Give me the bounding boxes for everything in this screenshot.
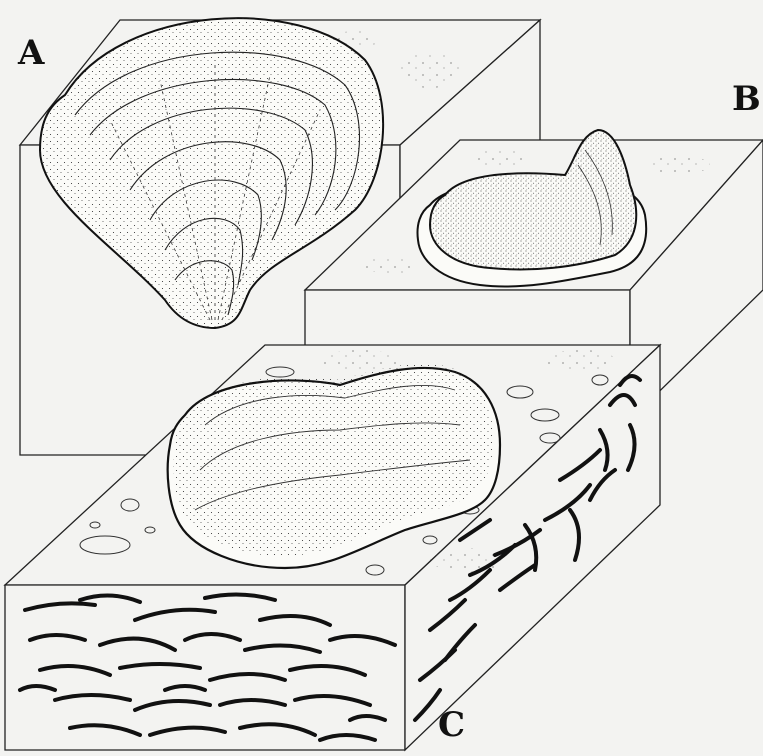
panel-label-a: A (18, 36, 44, 70)
panel-label-c: C (438, 708, 465, 742)
panel-label-b: B (732, 82, 761, 116)
